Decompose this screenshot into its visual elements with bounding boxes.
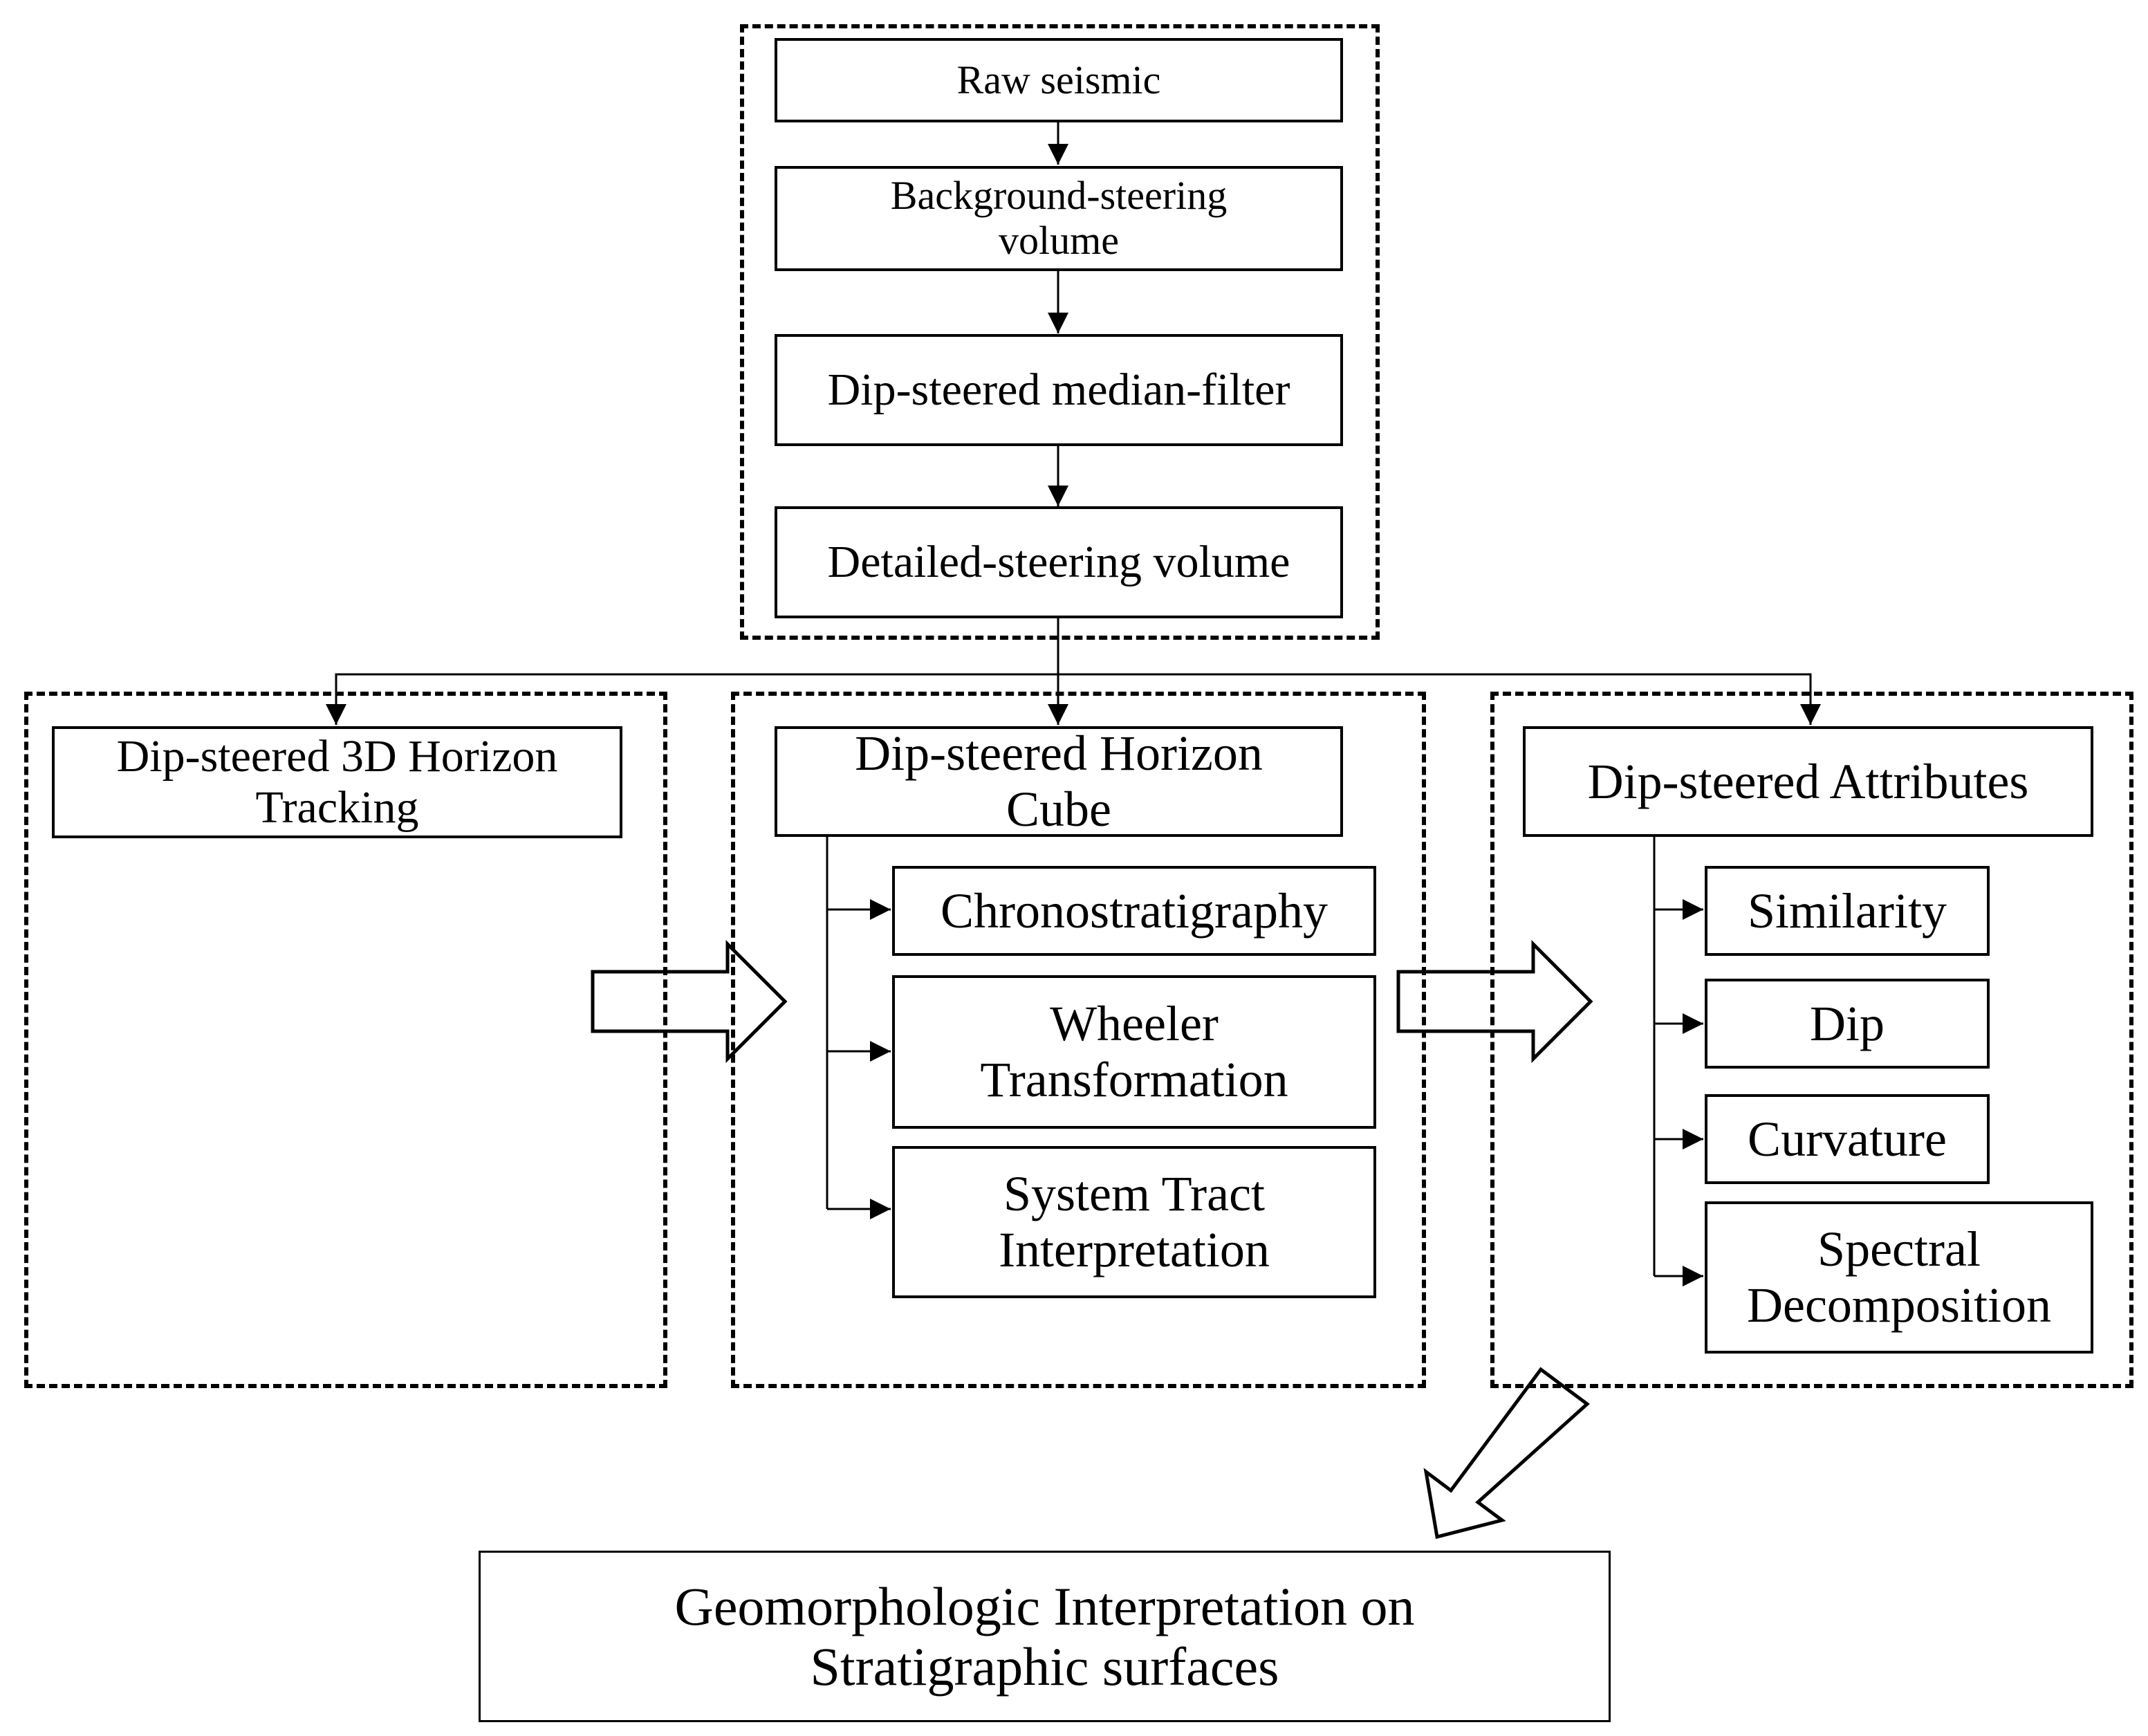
chronostratigraphy-box: Chronostratigraphy (892, 866, 1376, 956)
detailed-steering-box: Detailed-steering volume (775, 506, 1343, 618)
middle-group-frame (731, 692, 1426, 1388)
system-tract-label: System Tract Interpretation (999, 1166, 1270, 1277)
spectral-decomposition-label: Spectral Decomposition (1747, 1221, 2051, 1333)
left-group-frame (24, 692, 667, 1388)
geomorphologic-label: Geomorphologic Interpretation on Stratig… (674, 1576, 1415, 1697)
detailed-steering-label: Detailed-steering volume (827, 537, 1290, 588)
raw-seismic-label: Raw seismic (956, 57, 1161, 102)
right-group-frame (1490, 692, 2133, 1388)
wheeler-transformation-label: Wheeler Transformation (980, 996, 1288, 1107)
attributes-box: Dip-steered Attributes (1523, 726, 2093, 837)
chronostratigraphy-label: Chronostratigraphy (941, 883, 1328, 939)
system-tract-box: System Tract Interpretation (892, 1146, 1376, 1298)
similarity-label: Similarity (1748, 883, 1947, 939)
raw-seismic-box: Raw seismic (775, 38, 1343, 122)
horizon-cube-box: Dip-steered Horizon Cube (775, 726, 1343, 837)
horizon-tracking-label: Dip-steered 3D Horizon Tracking (116, 731, 558, 833)
similarity-box: Similarity (1705, 866, 1990, 956)
median-filter-label: Dip-steered median-filter (827, 364, 1290, 416)
geomorphologic-box: Geomorphologic Interpretation on Stratig… (479, 1551, 1611, 1722)
attributes-label: Dip-steered Attributes (1587, 753, 2029, 809)
top-group-frame (740, 24, 1380, 640)
spectral-decomposition-box: Spectral Decomposition (1705, 1201, 2093, 1354)
curvature-label: Curvature (1748, 1111, 1947, 1167)
dip-box: Dip (1705, 979, 1990, 1069)
dip-label: Dip (1810, 995, 1885, 1051)
background-steering-box: Background-steering volume (775, 166, 1343, 271)
block-arrow-middle-to-right (1396, 939, 1593, 1064)
curvature-box: Curvature (1705, 1094, 1990, 1184)
wheeler-transformation-box: Wheeler Transformation (892, 975, 1376, 1129)
median-filter-box: Dip-steered median-filter (775, 334, 1343, 446)
block-arrow-to-output (1423, 1367, 1590, 1540)
block-arrow-left-to-middle (591, 939, 788, 1064)
horizon-tracking-box: Dip-steered 3D Horizon Tracking (52, 726, 622, 838)
horizon-cube-label: Dip-steered Horizon Cube (855, 726, 1263, 837)
background-steering-label: Background-steering volume (890, 173, 1228, 263)
